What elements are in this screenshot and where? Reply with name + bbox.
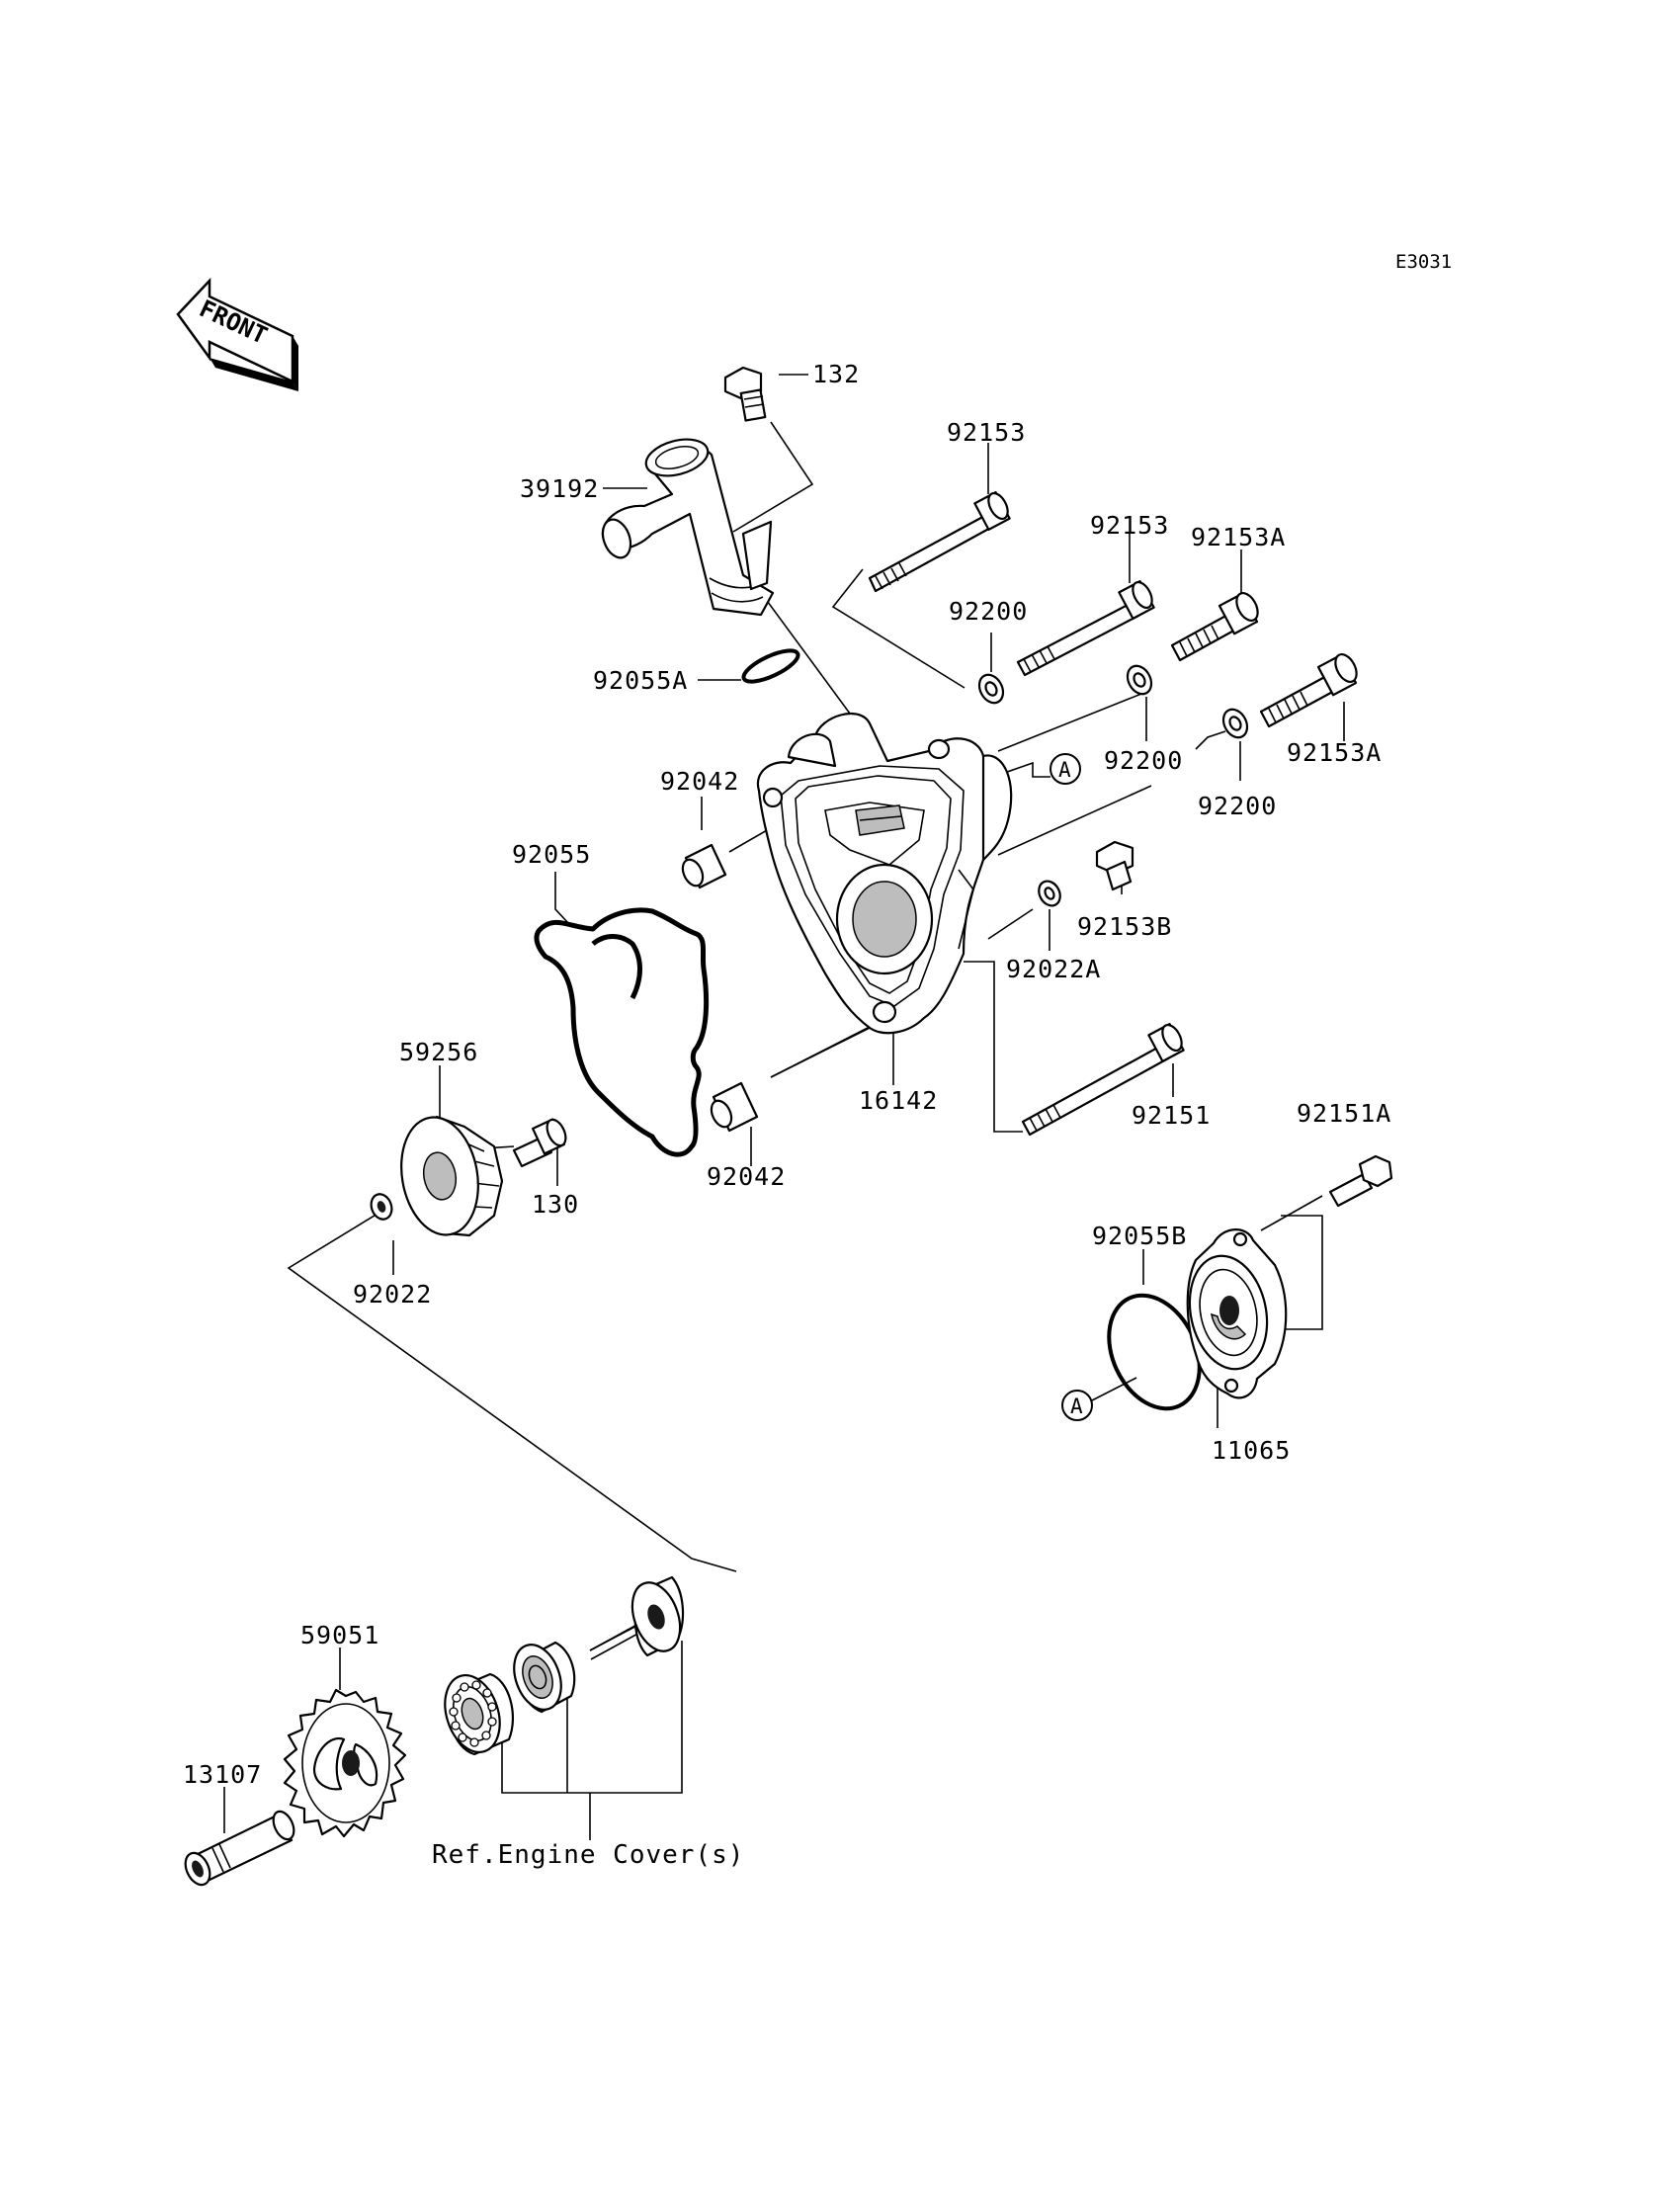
label-130: 130 [532, 1190, 579, 1219]
seal-mid-icon [513, 1641, 576, 1714]
gasket-92055-icon [534, 907, 710, 1157]
bolt-92153A-right-icon [1259, 652, 1358, 728]
bolt-132-icon [723, 366, 767, 422]
pump-cover-16142-icon [756, 713, 1013, 1035]
bolt-92153B-icon [1095, 840, 1134, 891]
label-39192: 39192 [520, 474, 599, 503]
callout-a-bottom: A [1061, 1390, 1093, 1421]
gasket-92055-inner-icon [591, 934, 642, 1000]
bearing-icon [444, 1672, 514, 1756]
label-132: 132 [812, 360, 860, 388]
label-92153-top: 92153 [947, 418, 1026, 447]
label-92153A-top: 92153A [1191, 523, 1286, 551]
label-92022A: 92022A [1006, 955, 1101, 983]
label-92055B: 92055B [1092, 1222, 1187, 1250]
label-92042-bottom: 92042 [707, 1162, 786, 1191]
bolt-130-icon [512, 1118, 567, 1168]
label-92151: 92151 [1132, 1101, 1211, 1130]
front-arrow-icon: FRONT [176, 277, 298, 391]
impeller-59256-icon [400, 1115, 504, 1237]
label-92200-left: 92200 [949, 597, 1028, 626]
callout-a-top: A [1050, 753, 1081, 785]
washer-92022-icon [370, 1193, 393, 1221]
washer-92022A-icon [1038, 880, 1061, 907]
label-92151A: 92151A [1297, 1099, 1391, 1128]
label-92055A: 92055A [593, 666, 688, 695]
diagram-code: E3031 [1395, 251, 1452, 273]
label-11065: 11065 [1212, 1436, 1291, 1465]
reference-engine-cover: Ref.Engine Cover(s) [432, 1840, 744, 1870]
callout-a-top-label: A [1058, 758, 1071, 782]
dowel-92042-bottom-icon [710, 1081, 759, 1133]
bolt-92151-icon [1021, 1023, 1185, 1137]
label-59256: 59256 [399, 1038, 478, 1066]
label-92153A-right: 92153A [1287, 738, 1382, 767]
label-92153-mid: 92153 [1090, 511, 1169, 540]
callout-a-bottom-label: A [1070, 1394, 1083, 1418]
label-16142: 16142 [859, 1086, 938, 1115]
label-13107: 13107 [183, 1760, 262, 1789]
label-92200-mid: 92200 [1104, 746, 1183, 775]
washer-92200-mid-icon [1126, 664, 1153, 696]
shaft-13107-icon [184, 1810, 295, 1887]
seal-top-icon [630, 1575, 685, 1657]
part-labels: 132 39192 92153 92153 92153A 92200 92200… [183, 360, 1391, 1789]
bolt-92153-mid-icon [1016, 580, 1155, 677]
bolt-92151A-icon [1328, 1154, 1393, 1208]
label-92055: 92055 [512, 840, 591, 869]
label-92200-right: 92200 [1198, 792, 1277, 820]
label-92022: 92022 [353, 1280, 432, 1309]
label-59051: 59051 [300, 1621, 379, 1649]
bolt-92153A-top-icon [1170, 591, 1259, 662]
label-92042-top: 92042 [660, 767, 739, 796]
washer-92200-left-icon [977, 673, 1005, 705]
gear-59051-icon [283, 1688, 407, 1838]
water-pipe-39192-icon [601, 438, 775, 617]
label-92153B: 92153B [1077, 912, 1172, 941]
bolt-92153-top-icon [868, 491, 1011, 593]
o-ring-92055A-icon [741, 648, 800, 684]
dowel-92042-top-icon [681, 843, 727, 889]
washer-92200-right-icon [1221, 708, 1249, 739]
pump-housing-11065-icon [1186, 1228, 1288, 1399]
